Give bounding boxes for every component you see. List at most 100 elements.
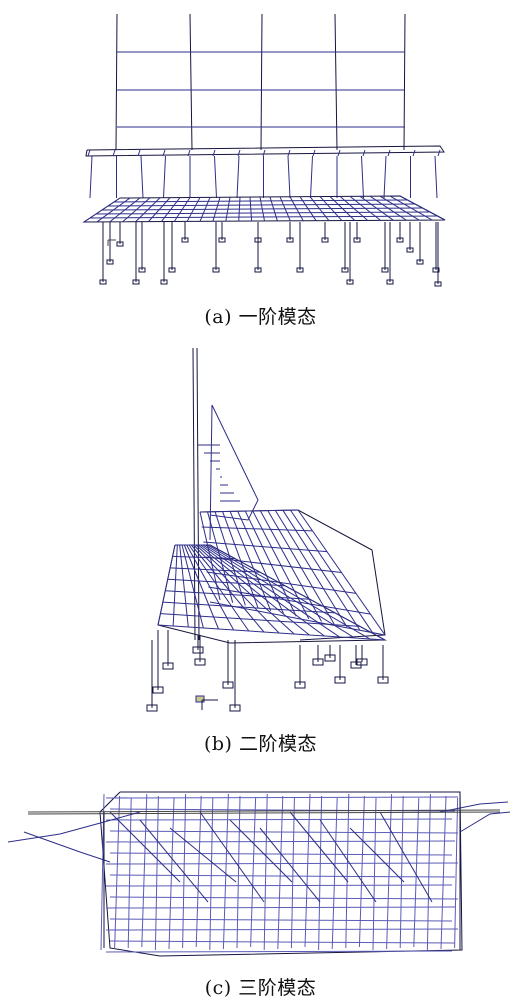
podium-column (361, 155, 364, 199)
grid-horizontal (105, 884, 453, 887)
grid-vertical (195, 795, 202, 948)
podium-column (163, 155, 166, 199)
pile-support-node (321, 237, 329, 243)
grid-vertical (263, 793, 268, 951)
deformation-band (229, 819, 293, 883)
lower-podium-grid (207, 544, 371, 640)
podium-grid-line (269, 196, 278, 222)
podium-grid-line (96, 197, 131, 223)
podium-grid-line (289, 196, 304, 222)
upper-deck-rib (387, 149, 391, 157)
grid-horizontal (109, 896, 459, 900)
tower-sway-outline (209, 404, 259, 521)
podium-grid-line (122, 197, 151, 223)
grid-vertical (277, 795, 284, 950)
deformation-band (199, 811, 265, 903)
pile-support-node (212, 267, 220, 273)
podium-grid-line (173, 197, 191, 222)
podium-grid-line (379, 195, 420, 221)
pile-support-node (341, 267, 349, 273)
podium-beam (204, 556, 342, 573)
deformation-band (319, 819, 377, 903)
podium-grid-line (259, 196, 265, 222)
pile-support-node (432, 267, 440, 273)
pile-support-node (160, 279, 168, 285)
pile-support-node (116, 241, 124, 247)
pile-support-node (334, 676, 346, 684)
upper-deck-rib (212, 149, 216, 157)
grid-vertical (358, 795, 365, 948)
grid-vertical (236, 795, 241, 949)
tower-column (334, 13, 338, 151)
podium-column (140, 155, 144, 199)
upper-deck-rib (262, 149, 266, 157)
tower-column (196, 347, 200, 641)
podium-grid-line (349, 195, 381, 221)
podium-grid-line (238, 197, 241, 222)
right-cantilever (459, 811, 511, 833)
lower-podium-grid (198, 544, 310, 636)
podium-column (236, 155, 240, 199)
podium-grid-line (83, 197, 121, 223)
podium-column (383, 155, 387, 199)
pile-support-node (218, 237, 226, 243)
caption-a: (a) 一阶模态 (204, 306, 317, 328)
grid-vertical (440, 795, 447, 950)
lower-podium-grid (190, 544, 265, 633)
grid-horizontal (109, 830, 459, 834)
lower-podium-grid (181, 544, 204, 629)
grid-horizontal (105, 796, 459, 799)
grid-horizontal (105, 818, 453, 821)
podium-beam (209, 601, 386, 636)
grid-vertical (304, 793, 311, 948)
podium-grid-line (109, 197, 141, 223)
lower-podium-grid (186, 544, 235, 631)
grid-horizontal (105, 928, 459, 931)
lower-podium-grid (167, 578, 286, 587)
pile-support-node (152, 686, 164, 694)
tower-column (189, 13, 193, 151)
podium-grid-line (309, 196, 330, 221)
axis-origin-marker (195, 695, 205, 703)
pile-support-node (353, 237, 361, 243)
podium-grid-line (359, 195, 394, 221)
grid-vertical (290, 797, 295, 949)
right-cantilever (439, 801, 509, 813)
upper-deck-rib (162, 149, 166, 157)
lower-podium-grid (157, 624, 386, 641)
deformation-band (139, 819, 209, 903)
grid-vertical (127, 797, 132, 949)
pile-support-node (296, 267, 304, 273)
panel-c: (c) 三阶模态 (0, 772, 521, 1004)
deformation-band (259, 827, 321, 903)
left-cantilever (23, 831, 111, 863)
top-beam (27, 809, 501, 813)
lower-podium-grid (209, 544, 386, 641)
podium-grid-line (389, 195, 433, 221)
pile-support-node (146, 704, 158, 712)
pile-support-node (356, 658, 368, 666)
tower-column (209, 404, 213, 541)
podium-grid-line (339, 196, 368, 221)
panel-b: (b) 二阶模态 (0, 340, 521, 760)
grid-vertical (250, 797, 257, 948)
lower-podium-grid (172, 544, 178, 627)
upper-deck-rib (312, 149, 316, 157)
pile-support-node (434, 281, 442, 287)
upper-deck-rib (412, 149, 416, 157)
lower-podium-grid (172, 555, 236, 560)
podium-column (310, 155, 313, 199)
podium-grid-line (319, 196, 343, 221)
grid-vertical (386, 793, 393, 950)
pile-support-node (416, 259, 424, 265)
podium-grid-line (369, 195, 407, 221)
grid-horizontal (105, 950, 453, 953)
pile-support-node (168, 267, 176, 273)
pile-support-node (294, 681, 306, 689)
pile-support-node (324, 654, 336, 662)
tower-column (115, 13, 118, 151)
grid-horizontal (109, 918, 453, 922)
podium-grid-line (249, 197, 253, 222)
podium-grid-line (148, 197, 171, 222)
pile-support-node (229, 704, 241, 712)
